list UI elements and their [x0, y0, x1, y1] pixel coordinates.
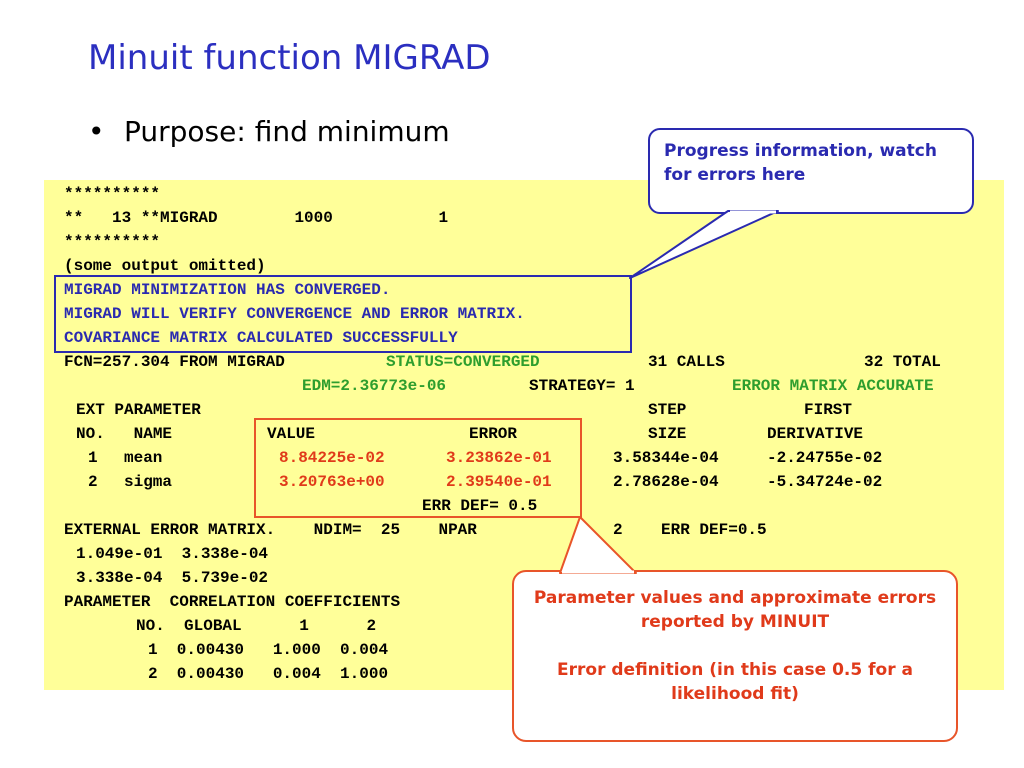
progress-callout: Progress information, watch for errors h…: [648, 128, 974, 214]
correlation-row: 1 0.00430 1.000 0.004: [148, 641, 389, 659]
param-step: 2.78628e-04: [613, 473, 719, 491]
console-line: **********: [64, 185, 161, 203]
matrix-row: 3.338e-04 5.739e-02: [76, 569, 269, 587]
slide-title: Minuit function MIGRAD: [88, 38, 491, 78]
err-def-value: ERR DEF= 0.5: [422, 497, 538, 515]
param-value: 3.20763e+00: [279, 473, 385, 491]
calls-count: 31 CALLS: [648, 353, 725, 371]
strategy-value: STRATEGY= 1: [529, 377, 635, 395]
param-error: 2.39540e-01: [446, 473, 552, 491]
param-number: 2: [88, 473, 98, 491]
edm-value: EDM=2.36773e-06: [302, 377, 447, 395]
console-line: **********: [64, 233, 161, 251]
param-step: 3.58344e-04: [613, 449, 719, 467]
param-value: 8.84225e-02: [279, 449, 385, 467]
correlation-row: 2 0.00430 0.004 1.000: [148, 665, 389, 683]
status-text: STATUS=CONVERGED: [386, 353, 540, 371]
param-name: sigma: [124, 473, 173, 491]
header-size: SIZE: [648, 425, 687, 443]
correlation-columns: NO. GLOBAL 1 2: [136, 617, 377, 635]
header-error: ERROR: [469, 425, 518, 443]
bullet-icon: •: [88, 115, 105, 148]
total-count: 32 TOTAL: [864, 353, 941, 371]
console-line: MIGRAD MINIMIZATION HAS CONVERGED.: [64, 281, 391, 299]
progress-callout-tail: [629, 210, 779, 279]
header-step: STEP: [648, 401, 687, 419]
matrix-status: ERROR MATRIX ACCURATE: [732, 377, 934, 395]
header-first: FIRST: [804, 401, 853, 419]
external-error-matrix-header: EXTERNAL ERROR MATRIX. NDIM= 25 NPAR: [64, 521, 477, 539]
param-error: 3.23862e-01: [446, 449, 552, 467]
parameter-callout-text: Parameter values and approximate errors …: [533, 588, 937, 632]
console-line: (some output omitted): [64, 257, 266, 275]
errdef-callout-text: Error definition (in this case 0.5 for a…: [557, 660, 913, 704]
progress-callout-text: Progress information, watch for errors h…: [664, 141, 937, 185]
header-derivative: DERIVATIVE: [767, 425, 864, 443]
param-derivative: -5.34724e-02: [767, 473, 883, 491]
console-line: ** 13 **MIGRAD 1000 1: [64, 209, 449, 227]
bullet-point: • Purpose: find minimum: [88, 115, 450, 148]
parameter-callout: Parameter values and approximate errors …: [512, 570, 958, 742]
header-value: VALUE: [267, 425, 316, 443]
param-number: 1: [88, 449, 98, 467]
external-error-matrix-header-tail: 2 ERR DEF=0.5: [613, 521, 767, 539]
fcn-value: FCN=257.304 FROM MIGRAD: [64, 353, 285, 371]
header-ext-parameter: EXT PARAMETER: [76, 401, 201, 419]
correlation-header: PARAMETER CORRELATION COEFFICIENTS: [64, 593, 401, 611]
matrix-row: 1.049e-01 3.338e-04: [76, 545, 269, 563]
parameter-highlight-box: [254, 418, 582, 518]
param-name: mean: [124, 449, 163, 467]
parameter-callout-tail: [559, 516, 637, 574]
header-no-name: NO. NAME: [76, 425, 173, 443]
bullet-text: Purpose: find minimum: [124, 115, 450, 148]
console-line: COVARIANCE MATRIX CALCULATED SUCCESSFULL…: [64, 329, 458, 347]
console-line: MIGRAD WILL VERIFY CONVERGENCE AND ERROR…: [64, 305, 525, 323]
convergence-highlight-box: [54, 275, 632, 353]
param-derivative: -2.24755e-02: [767, 449, 883, 467]
